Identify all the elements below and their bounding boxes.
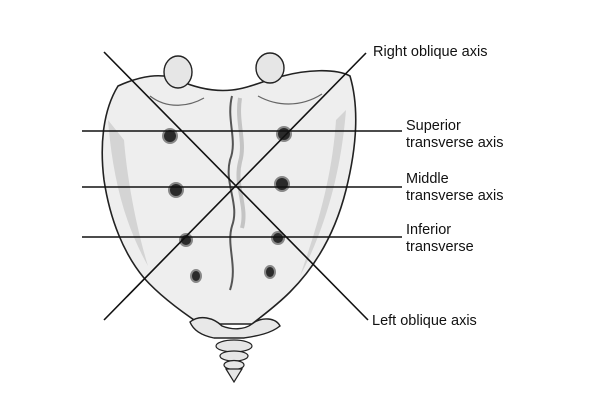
sacrum-illustration [101,52,357,384]
coccyx [215,339,253,384]
median-crest [227,95,236,291]
right-ala-ridge [257,93,323,105]
right-oblique-axis-line [103,52,367,321]
middle-label-line-1: Middle [406,171,449,187]
left-articular-process [163,55,193,89]
median-crest-shadow [236,97,246,229]
foramen-right-1 [276,126,292,142]
foramen-left-1 [162,128,178,144]
superior-label-line-2: transverse axis [406,135,504,151]
sacrum-shading-left [108,120,148,266]
right-oblique-axis-text: Right oblique axis [373,44,488,60]
sacral-cornua [189,316,281,339]
coccyx-segment-3 [223,359,245,371]
foramen-right-4 [264,265,276,279]
sacrum-outline [101,69,357,325]
left-oblique-axis-line [103,51,369,321]
middle-label-line-2: transverse axis [406,188,504,204]
inferior-transverse-axis-label: Inferior transverse [406,222,474,256]
coccyx-segment-1 [215,339,253,353]
foramen-right-2 [274,176,290,192]
left-oblique-axis-text: Left oblique axis [372,313,477,329]
axis-lines [82,51,402,321]
foramen-left-4 [190,269,202,283]
inferior-label-line-1: Inferior [406,222,452,238]
middle-transverse-axis-label: Middle transverse axis [406,171,504,205]
sacrum-shading-right [300,110,346,276]
foramen-right-3 [271,231,285,245]
coccyx-segment-2 [219,350,249,362]
superior-transverse-axis-label: Superior transverse axis [406,118,504,152]
left-ala-ridge [149,95,205,106]
coccyx-tip [224,368,244,384]
inferior-label-line-2: transverse [406,239,474,255]
superior-label-line-1: Superior [406,118,461,134]
right-articular-process [255,52,285,84]
left-oblique-axis-label: Left oblique axis [372,313,477,330]
right-oblique-axis-label: Right oblique axis [373,44,487,61]
foramen-left-2 [168,182,184,198]
